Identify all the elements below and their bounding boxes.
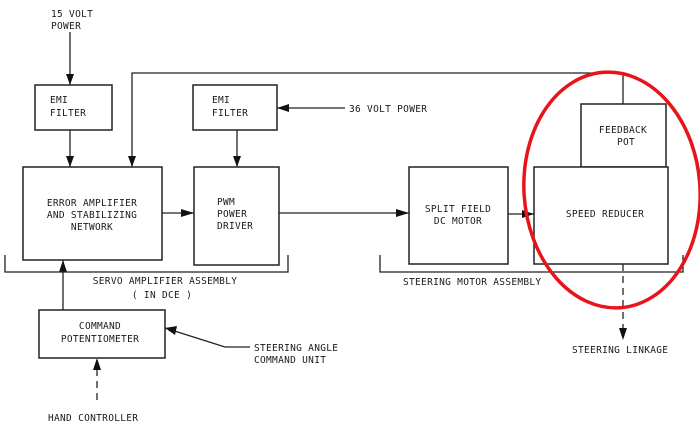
label: NETWORK (71, 222, 113, 233)
hand-controller-label: HAND CONTROLLER (48, 413, 138, 424)
arrow-icon (619, 328, 627, 340)
arrow-icon (93, 358, 101, 370)
label: DC MOTOR (434, 216, 482, 227)
label: FILTER (212, 108, 248, 119)
emi-filter-1: EMI FILTER (34, 84, 113, 131)
label: SPEED REDUCER (566, 209, 644, 220)
command-potentiometer-block: COMMAND POTENTIOMETER (38, 309, 166, 359)
label: POTENTIOMETER (61, 334, 139, 345)
connectors (59, 32, 627, 400)
steering-angle-label: COMMAND UNIT (254, 355, 326, 366)
arrow-icon (233, 156, 241, 167)
error-amplifier-block: ERROR AMPLIFIER AND STABILIZING NETWORK (22, 166, 163, 261)
label: POWER (217, 209, 247, 220)
servo-amplifier-label: SERVO AMPLIFIER ASSEMBLY (93, 276, 237, 287)
arrow-icon (396, 209, 409, 217)
feedback-pot-block: FEEDBACK POT (580, 103, 667, 168)
split-field-dc-motor-block: SPLIT FIELD DC MOTOR (408, 166, 509, 265)
arrow-icon (66, 156, 74, 167)
steering-linkage-label: STEERING LINKAGE (572, 345, 668, 356)
feedback-line (131, 72, 624, 167)
power-36v-label: 36 VOLT POWER (349, 104, 427, 115)
label: PWM (217, 197, 235, 208)
steering-angle-line (164, 327, 250, 348)
arrow-icon (128, 156, 136, 167)
servo-amplifier-bracket (4, 255, 289, 273)
steering-motor-label: STEERING MOTOR ASSEMBLY (403, 277, 541, 288)
steering-angle-label: STEERING ANGLE (254, 343, 338, 354)
label: FEEDBACK (599, 125, 647, 136)
label: EMI (212, 95, 230, 106)
label: SPLIT FIELD (425, 204, 491, 215)
arrow-icon (277, 104, 289, 112)
power-15v-label: 15 VOLT (51, 9, 93, 20)
speed-reducer-block: SPEED REDUCER (533, 166, 669, 265)
power-15v-label: POWER (51, 21, 81, 32)
emi-filter-2: EMI FILTER (192, 84, 278, 131)
label: COMMAND (79, 321, 121, 332)
servo-amplifier-sublabel: ( IN DCE ) (132, 290, 192, 301)
arrow-icon (165, 326, 177, 335)
label: AND STABILIZING (47, 210, 137, 221)
arrow-icon (181, 209, 194, 217)
label: EMI (50, 95, 68, 106)
arrow-icon (59, 260, 67, 272)
arrow-icon (66, 74, 74, 85)
label: DRIVER (217, 221, 253, 232)
label: POT (617, 137, 635, 148)
label: ERROR AMPLIFIER (47, 198, 137, 209)
label: FILTER (50, 108, 86, 119)
pwm-power-driver-block: PWM POWER DRIVER (193, 166, 280, 266)
